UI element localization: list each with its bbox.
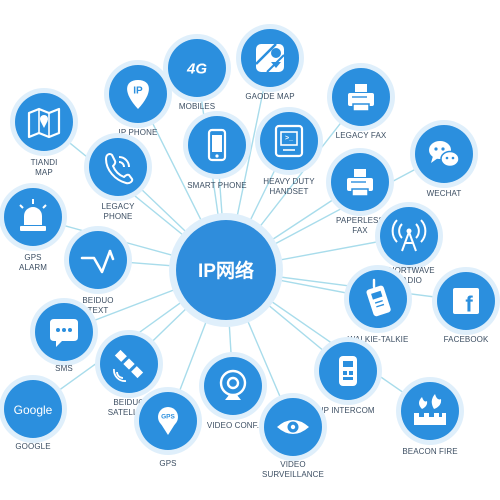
google-icon: Google [14, 403, 53, 417]
node-label: VIDEO CONF. [207, 421, 259, 430]
device-nodes: 4G MOBILES GAODE MAP IP IP PHONE LEGACY FAX TI… [0, 24, 500, 479]
node-label: SURVEILLANCE [262, 470, 324, 479]
node-label: FAX [352, 226, 368, 235]
node-label: BEIDUO [113, 398, 144, 407]
node-label: BEACON FIRE [402, 447, 457, 456]
smartphone-icon [207, 128, 227, 162]
node-wechat: WECHAT [410, 120, 478, 198]
node-circle [4, 380, 62, 438]
node-label: LEGACY [101, 202, 135, 211]
node-ip-phone: IP IP PHONE [104, 60, 172, 137]
node-label: HEAVY DUTY [263, 177, 315, 186]
node-label: PHONE [104, 212, 133, 221]
node-ip-intercom: IP INTERCOM [314, 337, 382, 415]
node-mobiles: 4G MOBILES [163, 34, 231, 111]
alarm-light-icon [19, 199, 47, 231]
node-label: IP INTERCOM [321, 406, 375, 415]
satellite-icon [113, 349, 144, 382]
node-label: VIDEO [280, 460, 305, 469]
fax-icon [347, 169, 373, 197]
facebook-icon: f [453, 288, 479, 317]
gps-badge-icon: GPS [158, 407, 178, 435]
node-label: SATELLITE [108, 408, 151, 417]
beacon-fire-icon [414, 394, 446, 425]
node-circle [204, 357, 262, 415]
node-circle [168, 39, 226, 97]
speech-bubble-icon [50, 319, 78, 347]
node-label: GPS [24, 253, 41, 262]
node-gaode-map: GAODE MAP [236, 24, 304, 101]
svg-text:IP: IP [133, 86, 143, 97]
svg-text:4G: 4G [186, 61, 207, 78]
node-label: RADIO [396, 276, 422, 285]
terminal-handset-icon: >_ [274, 124, 304, 158]
radio-tower-icon [391, 219, 427, 252]
map-pin-icon [255, 43, 285, 73]
walkie-talkie-icon [366, 278, 391, 317]
node-legacy-fax: LEGACY FAX [327, 63, 395, 140]
svg-text:GPS: GPS [161, 414, 175, 421]
node-label: SMART PHONE [187, 181, 246, 190]
4g-icon: 4G [186, 61, 207, 78]
node-video-conf: VIDEO CONF. [199, 352, 267, 430]
node-label: ALARM [19, 263, 47, 272]
hub-title: IP网络 [198, 259, 254, 282]
webcam-icon [219, 369, 247, 400]
node-label: GPS [159, 459, 176, 468]
node-gps: GPS GPS [134, 387, 202, 468]
node-label: GAODE MAP [245, 92, 294, 101]
node-walkie-talkie: WALKIE-TALKIE [344, 265, 412, 344]
svg-text:f: f [465, 292, 473, 317]
node-label: BEIDUO [82, 296, 113, 305]
ip-icon: IP [127, 80, 149, 109]
node-label: MOBILES [179, 102, 215, 111]
svg-text:>_: >_ [285, 135, 293, 142]
node-circle [89, 138, 147, 196]
node-label: SMS [55, 364, 73, 373]
hub-node: IP网络 [169, 213, 283, 327]
node-circle [260, 112, 318, 170]
node-label: IP PHONE [119, 128, 158, 137]
phone-ringing-icon [105, 153, 134, 185]
node-label: WALKIE-TALKIE [348, 335, 409, 344]
node-label: TIANDI [31, 158, 58, 167]
node-circle [401, 382, 459, 440]
node-label: MAP [35, 168, 53, 177]
node-circle [69, 231, 127, 289]
node-label: FACEBOOK [444, 335, 489, 344]
node-label: WECHAT [427, 189, 462, 198]
chat-bubbles-icon [429, 141, 460, 168]
node-label: PAPERLESS [336, 216, 384, 225]
node-smart-phone: SMART PHONE [183, 111, 251, 190]
node-label: LEGACY FAX [336, 131, 387, 140]
node-label: GOOGLE [15, 442, 50, 451]
svg-text:Google: Google [14, 403, 53, 417]
fax-icon [348, 84, 374, 112]
antenna-icon [80, 249, 115, 274]
node-beacon-fire: BEACON FIRE [396, 377, 464, 456]
node-label: HANDSET [270, 187, 309, 196]
hub-circle [176, 220, 276, 320]
folded-map-icon [27, 107, 61, 139]
intercom-icon [339, 356, 357, 386]
node-sms: SMS [30, 298, 98, 373]
node-label: TEXT [88, 306, 109, 315]
eye-icon [277, 420, 309, 434]
node-label: SHORTWAVE [383, 266, 434, 275]
node-circle [380, 207, 438, 265]
